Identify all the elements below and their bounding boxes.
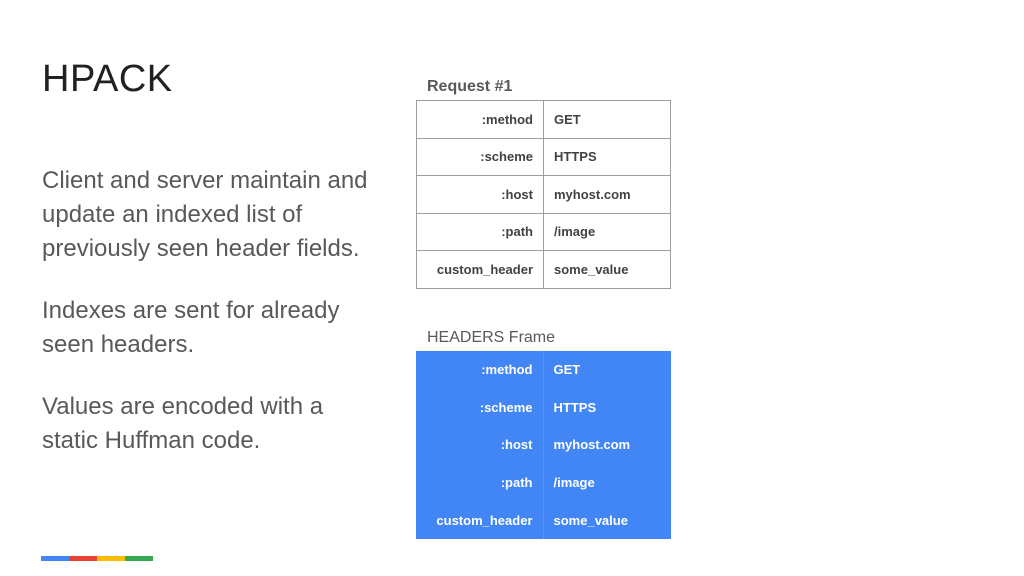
header-key-cell: :path — [416, 463, 544, 502]
header-key-cell: :host — [416, 175, 544, 214]
header-value-cell: HTTPS — [553, 399, 597, 415]
headers-frame-table: :method GET :scheme HTTPS :host myhost.c… — [416, 351, 671, 539]
table-row: :path /image — [416, 212, 671, 251]
header-value-cell: HTTPS — [543, 137, 671, 176]
header-key-cell: :host — [416, 426, 544, 464]
header-key-cell: :scheme — [416, 388, 544, 427]
header-value-cell: GET — [543, 100, 671, 139]
request-header-table: :method GET :scheme HTTPS :host myhost.c… — [416, 100, 671, 289]
brand-bar-segment-yellow — [97, 556, 125, 561]
headers-frame-caption: HEADERS Frame — [427, 329, 556, 346]
body-paragraph: Values are encoded with a static Huffman… — [42, 393, 324, 454]
body-paragraph: Client and server maintain and update an… — [42, 167, 368, 262]
table-row: :method GET — [416, 351, 671, 389]
brand-bar-segment-green — [125, 556, 153, 561]
header-key-cell: :method — [416, 351, 544, 389]
table-row: :host myhost.com — [416, 175, 671, 214]
table-row: :path /image — [416, 463, 671, 502]
header-value-cell: GET — [553, 362, 581, 378]
header-key-cell: custom_header — [416, 250, 544, 289]
request-table-caption: Request #1 — [427, 78, 513, 95]
slide-title: HPACK — [42, 58, 173, 100]
body-paragraph: Indexes are sent for already seen header… — [42, 297, 340, 358]
header-value-cell: myhost.com — [543, 175, 671, 214]
header-key-cell: :scheme — [416, 137, 544, 176]
header-value-cell: /image — [553, 475, 595, 491]
table-row: :method GET — [416, 100, 671, 139]
header-value-cell: some_value — [553, 512, 628, 528]
brand-bar-segment-red — [69, 556, 97, 561]
header-key-cell: :method — [416, 100, 544, 139]
table-row: :scheme HTTPS — [416, 137, 671, 176]
header-key-cell: custom_header — [416, 501, 544, 539]
brand-color-bar — [41, 556, 153, 561]
table-row: custom_header some_value — [416, 250, 671, 289]
header-key-cell: :path — [416, 212, 544, 251]
table-row: custom_header some_value — [416, 501, 671, 539]
header-value-cell: myhost.com — [553, 437, 631, 453]
brand-bar-segment-blue — [41, 556, 69, 561]
header-value-cell: some_value — [543, 250, 671, 289]
table-row: :scheme HTTPS — [416, 388, 671, 427]
body-text: Client and server maintain and update an… — [42, 164, 382, 486]
header-value-cell: /image — [543, 212, 671, 251]
table-row: :host myhost.com — [416, 426, 671, 464]
